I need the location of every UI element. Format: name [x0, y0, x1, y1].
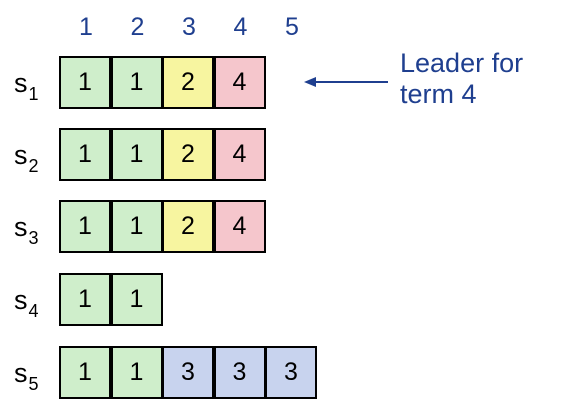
log-entry: 1 [59, 346, 111, 399]
server-label: s2 [14, 134, 58, 176]
log-entry: 1 [110, 56, 163, 109]
log-index-4: 4 [233, 13, 248, 41]
callout-line-1: Leader for [400, 48, 524, 78]
log-index-2: 2 [130, 13, 145, 41]
log-entry: 3 [162, 346, 214, 399]
log-index-3: 3 [182, 13, 196, 41]
log-entry: 1 [110, 128, 163, 181]
log-entry: 1 [59, 273, 111, 326]
log-index-5: 5 [285, 13, 299, 41]
log-entry: 2 [162, 200, 214, 253]
log-entry: 1 [59, 200, 111, 253]
log-entry: 1 [110, 200, 163, 253]
server-label: s1 [14, 62, 58, 104]
server-label-letter: s [14, 358, 28, 388]
server-label-subscript: 4 [28, 301, 39, 321]
log-entry: 1 [59, 56, 111, 109]
server-label-subscript: 1 [28, 84, 39, 104]
log-index-1: 1 [79, 13, 93, 41]
log-entry: 3 [265, 346, 317, 399]
server-label-subscript: 5 [28, 374, 39, 394]
log-entry: 4 [213, 200, 266, 253]
log-entry: 2 [162, 128, 214, 181]
server-label: s4 [14, 279, 58, 321]
arrow-head [304, 77, 316, 87]
server-label-letter: s [14, 285, 28, 315]
log-entry: 4 [213, 128, 266, 181]
log-entry: 1 [110, 346, 163, 399]
server-label: s5 [14, 352, 58, 394]
leader-arrow [304, 77, 388, 87]
log-entry: 3 [213, 346, 266, 399]
server-label-subscript: 3 [28, 228, 39, 248]
server-label-letter: s [14, 68, 28, 98]
leader-callout: Leader for term 4 [400, 48, 570, 110]
log-entry: 1 [59, 128, 111, 181]
server-label: s3 [14, 206, 58, 248]
log-entry: 4 [213, 56, 266, 109]
server-label-subscript: 2 [28, 156, 39, 176]
log-entry: 2 [162, 56, 214, 109]
log-entry: 1 [110, 273, 163, 326]
callout-line-2: term 4 [400, 79, 477, 109]
server-label-letter: s [14, 140, 28, 170]
server-label-letter: s [14, 212, 28, 242]
